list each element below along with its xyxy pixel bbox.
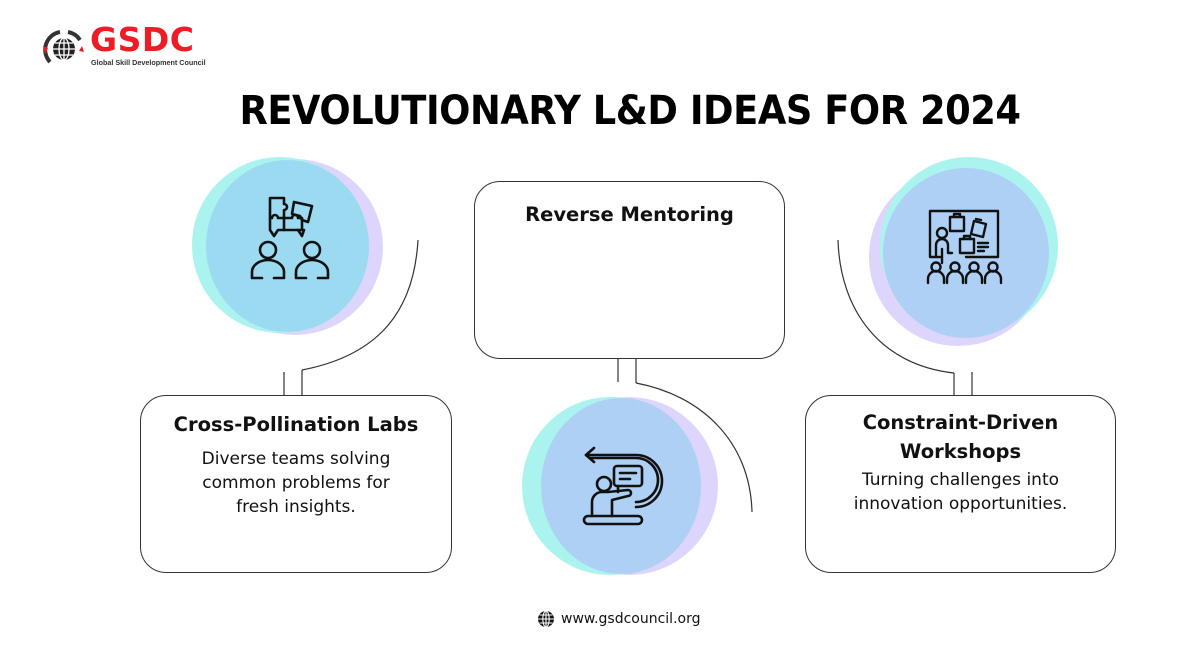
idea-title-line: Workshops (899, 440, 1022, 463)
brand-name: GSDC (90, 20, 195, 59)
idea-description-line: fresh insights. (236, 497, 356, 517)
footer-website[interactable]: www.gsdcouncil.org (537, 608, 700, 630)
gsdc-logo: GSDC Global Skill Development Council (40, 20, 210, 72)
idea-card-constraint-workshops: Constraint-Driven Workshops Turning chal… (805, 395, 1116, 573)
website-url[interactable]: www.gsdcouncil.org (561, 611, 701, 627)
idea-description-line: Diverse teams solving (201, 449, 391, 469)
brand-tagline: Global Skill Development Council (91, 58, 206, 67)
idea-card-reverse-mentoring: Reverse Mentoring (474, 181, 785, 359)
idea-description-line: common problems for (202, 473, 390, 493)
puzzle-team-icon (250, 196, 330, 280)
idea-title: Reverse Mentoring (525, 203, 734, 226)
circle-main (206, 160, 369, 332)
idea-description-line: Turning challenges into (861, 470, 1060, 490)
globe-icon (538, 610, 554, 628)
reverse-presenter-icon (582, 446, 664, 526)
idea-description-line: innovation opportunities. (853, 494, 1068, 514)
workshop-board-icon (926, 209, 1003, 285)
idea-title: Cross-Pollination Labs (173, 413, 419, 436)
globe-logo-icon (43, 30, 84, 64)
idea-card-cross-pollination: Cross-Pollination Labs Diverse teams sol… (140, 395, 452, 573)
page-title: REVOLUTIONARY L&D IDEAS FOR 2024 (239, 88, 1021, 134)
idea-title-line: Constraint-Driven (862, 411, 1059, 434)
